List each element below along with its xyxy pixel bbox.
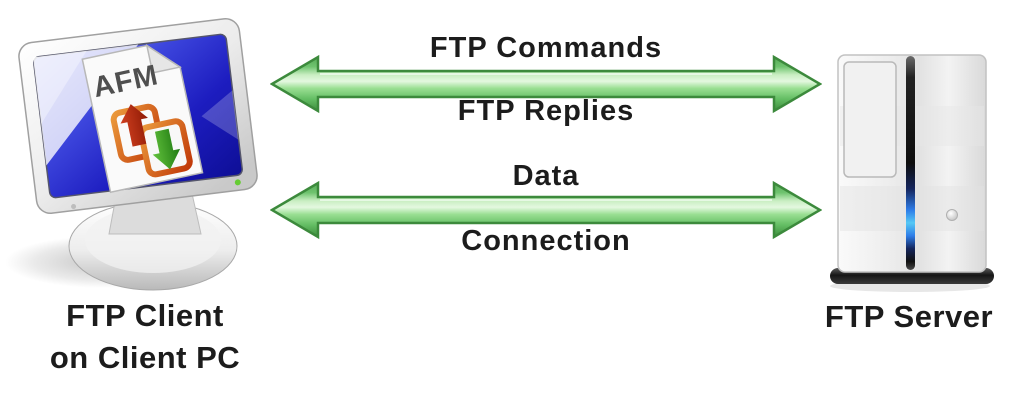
label-ftp-replies: FTP Replies (457, 95, 635, 127)
server-led-stripe (906, 56, 915, 270)
folded-corner (145, 43, 182, 74)
label-ftp-commands: FTP Commands (429, 32, 663, 64)
client-label-line1: FTP Client (66, 298, 224, 333)
afm-document-icon: AFM (81, 43, 204, 194)
power-button-icon (71, 204, 77, 210)
client-label-line2: on Client PC (49, 340, 241, 375)
server-label: FTP Server (824, 299, 994, 334)
server-door-panel (843, 61, 897, 178)
upload-arrow-icon (120, 104, 148, 147)
power-led-icon (234, 179, 241, 186)
server-tower-icon (830, 54, 994, 292)
client-computer-icon: AFM (5, 17, 258, 291)
command-channel-arrow-icon (270, 54, 822, 114)
file-transfer-emblem (110, 103, 193, 178)
label-connection: Connection (461, 225, 631, 257)
download-arrow-icon (152, 128, 181, 170)
data-channel-arrow-icon (270, 180, 822, 240)
client-label: FTP Client on Client PC (10, 295, 280, 379)
label-data: Data (512, 160, 580, 192)
server-power-button-icon (946, 209, 958, 221)
